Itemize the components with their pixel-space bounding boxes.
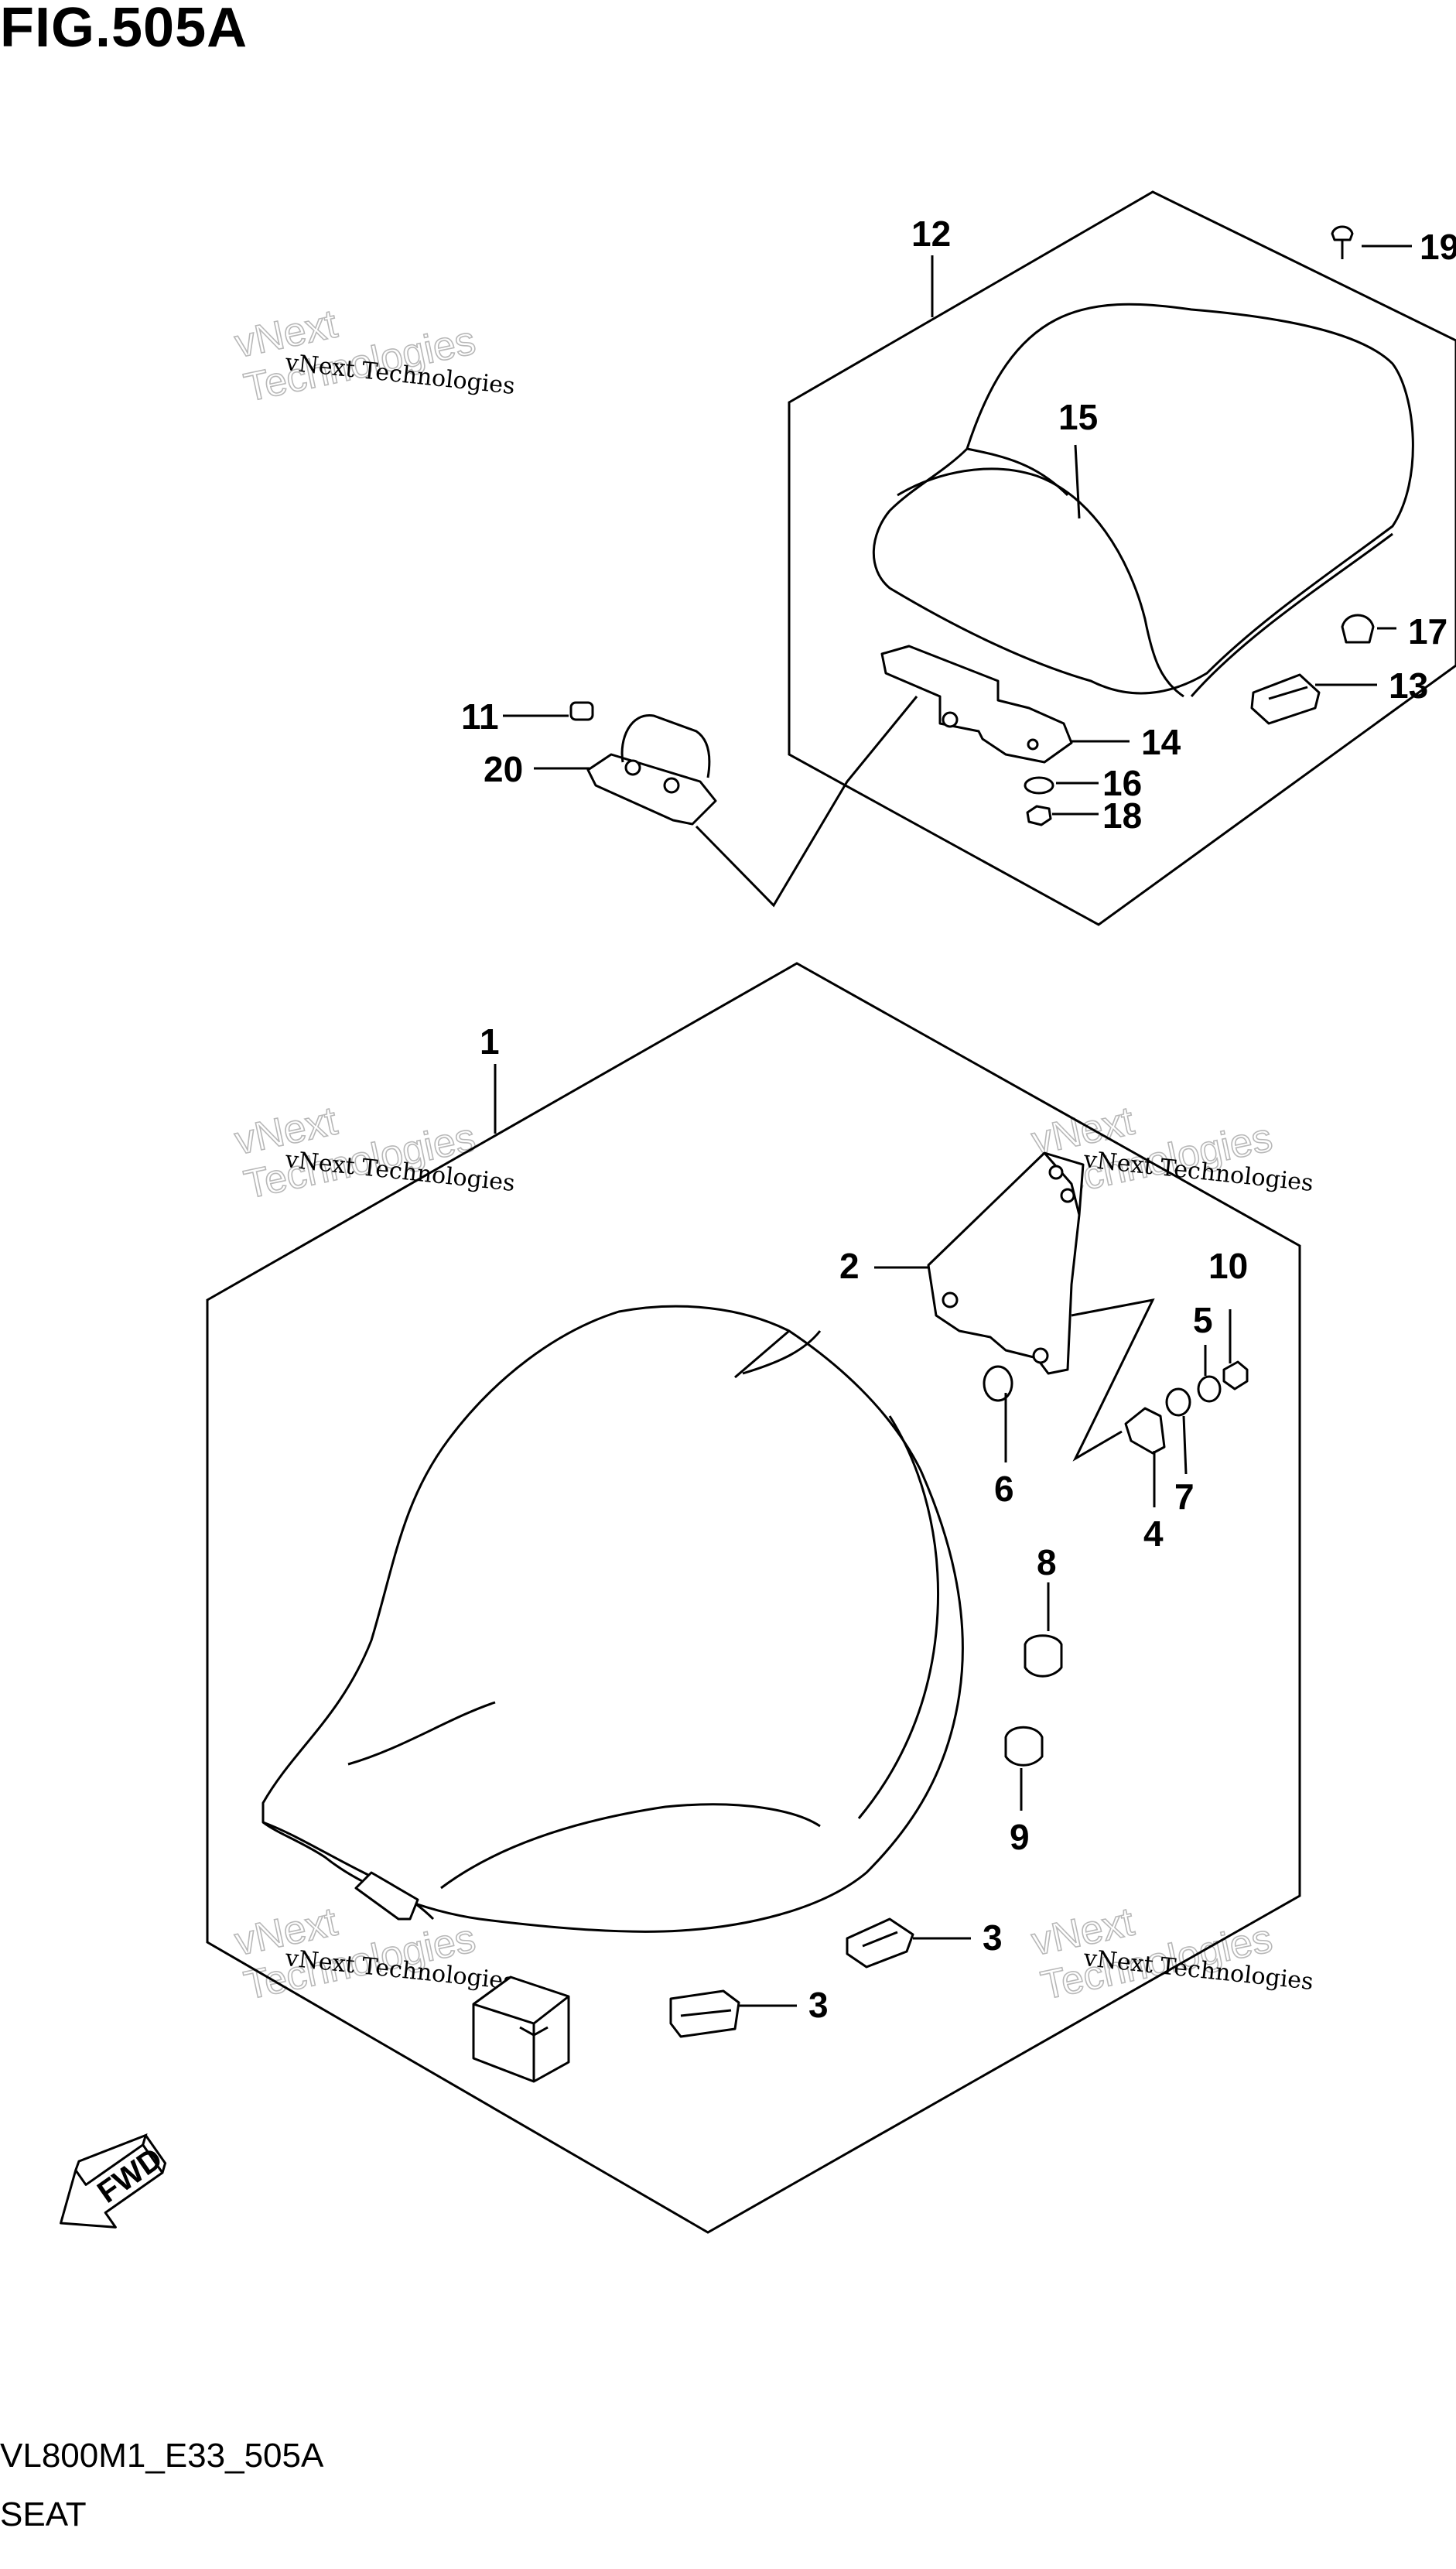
callout-labels: 1 2 3 3 4 5 6 7 8 9 10 11 12 13 14 15 16… [461, 214, 1456, 2025]
cushion-17-part [1341, 614, 1375, 644]
screw-19-part [1331, 225, 1354, 259]
callout-17: 17 [1408, 611, 1447, 652]
callout-15: 15 [1058, 397, 1098, 437]
callout-14: 14 [1141, 722, 1181, 762]
collar-7-part [1165, 1387, 1191, 1417]
washer-5-part [1197, 1375, 1222, 1403]
callout-20: 20 [484, 749, 523, 789]
callout-18: 18 [1102, 795, 1142, 836]
label-box [472, 1975, 570, 2083]
damper-13-part [1250, 673, 1321, 725]
callout-7: 7 [1174, 1476, 1195, 1517]
passenger-seat-bracket [880, 645, 1073, 764]
nut-18-part [1026, 805, 1052, 826]
latch-4-part [1124, 1407, 1166, 1455]
callout-11: 11 [461, 696, 499, 737]
passenger-seat-boundary [788, 190, 1456, 926]
callout-8: 8 [1037, 1542, 1057, 1582]
main-seat [261, 1305, 964, 1933]
main-seat-tab [354, 1871, 419, 1921]
bolt-11-part [569, 701, 594, 721]
handle-leader-line [695, 696, 918, 908]
washer-6-part [983, 1365, 1013, 1402]
passenger-seat [872, 303, 1414, 698]
model-code: VL800M1_E33_505A [0, 2437, 324, 2475]
cushion-9-part [1004, 1726, 1044, 1767]
callout-12: 12 [911, 214, 951, 254]
leader-lines [494, 245, 1412, 2007]
callout-3: 3 [808, 1985, 829, 2025]
watermark-bottom-right: vNext Technologies [1027, 1899, 1277, 2010]
main-seat-boundary [206, 962, 1301, 2234]
grab-handle [586, 714, 717, 826]
nut-10-part [1222, 1360, 1249, 1391]
seat-bracket-2 [927, 1151, 1085, 1375]
callout-4: 4 [1143, 1514, 1164, 1554]
damper-3b-part [669, 1989, 740, 2038]
callout-13: 13 [1389, 665, 1428, 706]
callout-5: 5 [1193, 1300, 1213, 1340]
callout-3: 3 [983, 1917, 1003, 1958]
callout-16: 16 [1102, 763, 1142, 803]
figure-name: SEAT [0, 2495, 87, 2533]
washer-16-part [1024, 776, 1054, 795]
damper-3a-part [846, 1917, 914, 1969]
cushion-8-part [1024, 1634, 1063, 1678]
callout-1: 1 [480, 1021, 500, 1062]
forward-direction-arrow: FWD [60, 2133, 169, 2229]
figure-title: FIG.505A [0, 0, 248, 59]
callout-10: 10 [1208, 1246, 1248, 1286]
callout-9: 9 [1010, 1817, 1030, 1857]
bracket-leader-line [1071, 1298, 1155, 1462]
callout-2: 2 [839, 1246, 860, 1286]
callout-6: 6 [994, 1469, 1014, 1509]
callout-19: 19 [1420, 227, 1456, 267]
